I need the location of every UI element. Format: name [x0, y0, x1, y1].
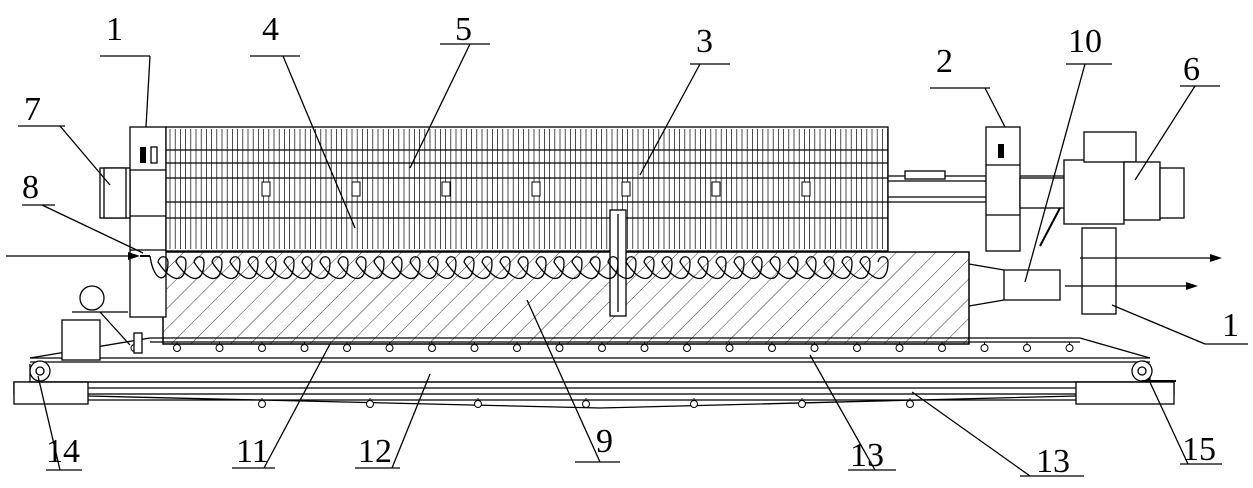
label-4: 4	[262, 11, 279, 48]
label-3: 3	[696, 23, 713, 60]
label-7: 7	[24, 91, 41, 128]
filter-plate-pack	[165, 126, 889, 252]
cylinder-left	[99, 167, 131, 219]
belt-rollers	[88, 342, 1074, 408]
label-5: 5	[455, 11, 472, 48]
label-texts: 1 4 5 3 2 10 6 7 8 9 11 12 13 13 14 15 1	[22, 11, 1239, 480]
label-6: 6	[1183, 51, 1200, 88]
hydraulic-unit	[1019, 131, 1185, 247]
right-end-roller	[1131, 360, 1176, 382]
callouts	[18, 43, 1248, 477]
right-support	[1081, 227, 1117, 315]
cake-hopper	[162, 251, 970, 345]
label-15: 15	[1182, 431, 1216, 468]
label-14: 14	[46, 433, 80, 470]
label-8: 8	[22, 169, 39, 206]
flow-arrows	[6, 252, 1222, 290]
tail-plate	[985, 126, 1021, 252]
label-1-top: 1	[106, 11, 123, 48]
base-frame	[13, 381, 1175, 409]
label-13-a: 13	[850, 437, 884, 474]
left-drive-unit	[61, 285, 143, 361]
head-plate-left	[129, 126, 167, 318]
filter-cloth-coil	[149, 255, 889, 280]
label-13-b: 13	[1036, 443, 1070, 480]
label-10: 10	[1068, 23, 1102, 60]
label-11: 11	[236, 433, 269, 470]
label-2: 2	[936, 43, 953, 80]
label-9: 9	[596, 423, 613, 460]
label-1-right: 1	[1222, 307, 1239, 344]
label-12: 12	[358, 433, 392, 470]
discharge-funnel	[968, 263, 1061, 307]
left-end-roller	[29, 360, 51, 382]
